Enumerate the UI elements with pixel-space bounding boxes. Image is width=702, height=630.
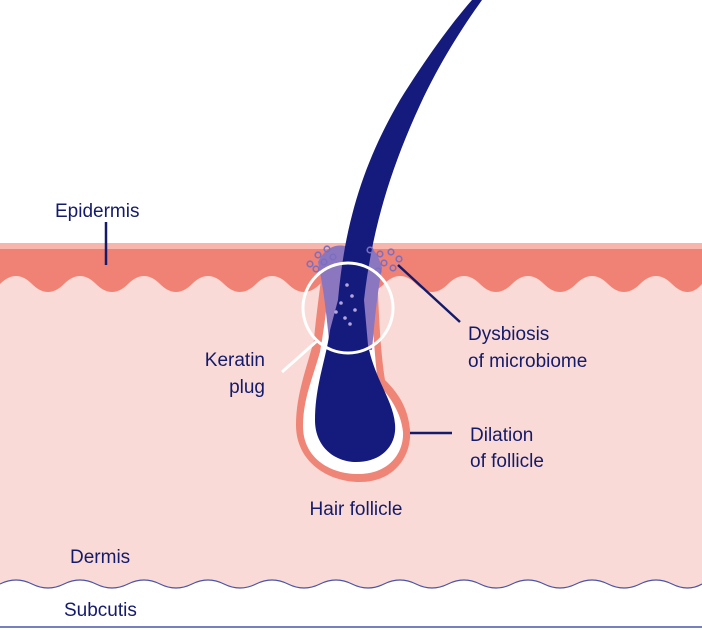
microbe-dot <box>343 316 347 320</box>
microbe-dot <box>350 294 354 298</box>
hair-follicle-label: Hair follicle <box>310 499 403 520</box>
dilation-label-line2: of follicle <box>470 451 544 472</box>
subcutis-layer <box>0 580 702 630</box>
microbe-dot <box>314 251 322 259</box>
microbe-dot <box>376 250 384 258</box>
microbe-dot <box>380 259 388 267</box>
dermis-label: Dermis <box>70 547 130 568</box>
keratin-plug-highlight-circle <box>301 261 395 355</box>
microbe-dot <box>395 255 403 263</box>
microbe-dot <box>339 301 343 305</box>
microbe-dot <box>306 260 314 268</box>
epidermis-label: Epidermis <box>55 201 139 222</box>
dysbiosis-label-line1: Dysbiosis <box>468 324 549 345</box>
microbe-dot <box>389 264 397 272</box>
microbe-dot <box>353 308 357 312</box>
dysbiosis-label-line2: of microbiome <box>468 351 587 372</box>
microbe-dot <box>334 310 338 314</box>
microbe-dot <box>387 248 395 256</box>
dysbiosis-leader-line <box>397 264 461 323</box>
microbe-dot <box>329 253 337 261</box>
subcutis-boundary-line <box>0 579 702 589</box>
plug-dots <box>334 283 357 326</box>
microbe-dot <box>345 283 349 287</box>
subcutis-label: Subcutis <box>64 600 137 621</box>
dilation-label-line1: Dilation <box>470 425 533 446</box>
hair-bulb <box>315 300 396 462</box>
keratin-label-line2: plug <box>229 377 265 398</box>
microbe-dot <box>323 245 331 253</box>
keratin-leader-line <box>281 338 319 374</box>
microbe-dot <box>312 265 320 273</box>
keratin-label-line1: Keratin <box>205 350 265 371</box>
microbe-dot <box>320 258 328 266</box>
microbe-dot <box>348 322 352 326</box>
hair-shaft <box>338 0 482 300</box>
microbe-dot <box>366 246 374 254</box>
